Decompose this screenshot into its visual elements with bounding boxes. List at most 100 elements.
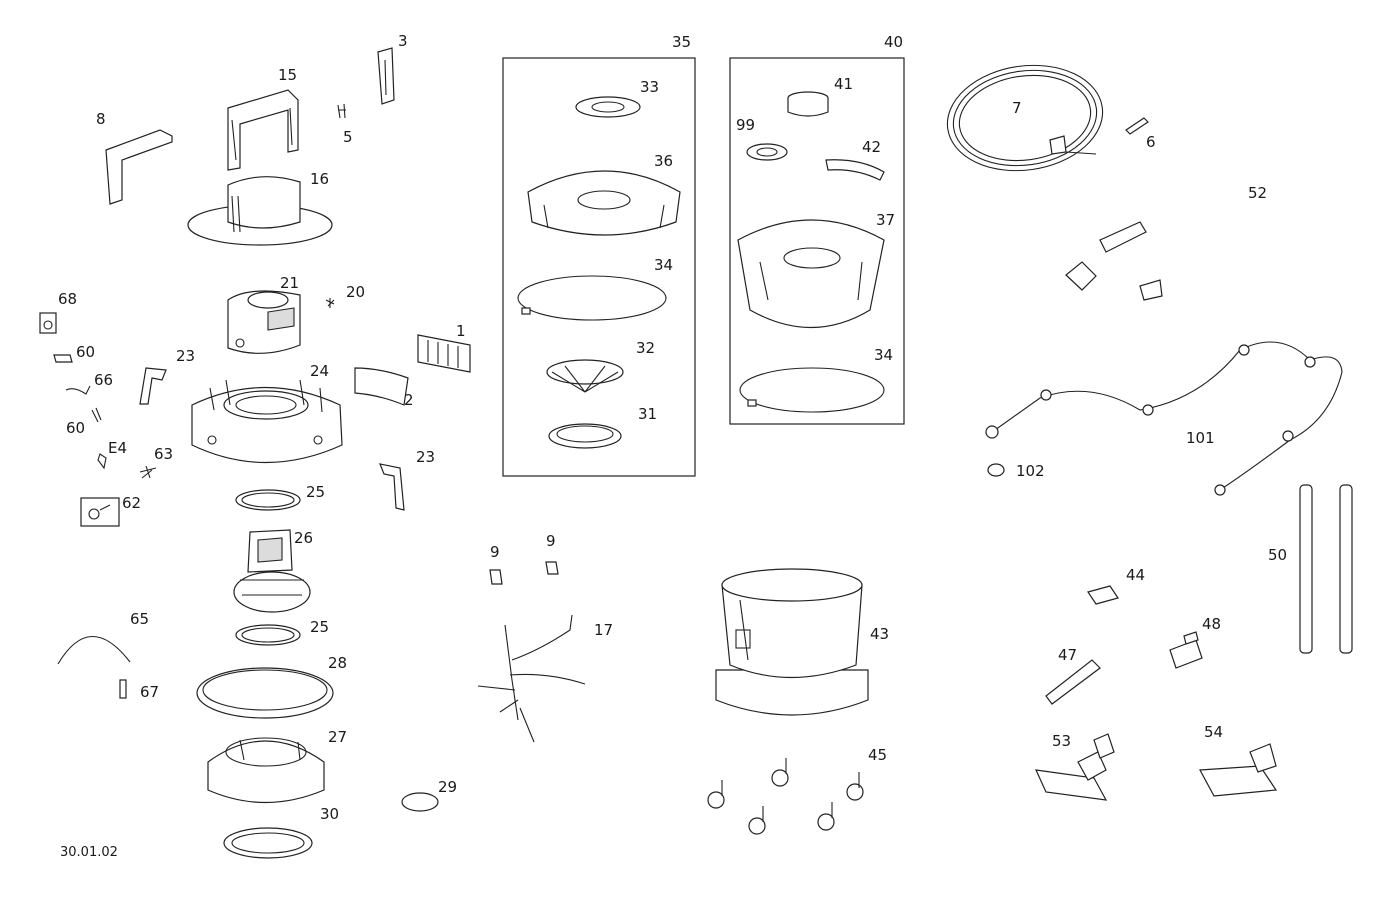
callout-36: 36 bbox=[654, 152, 673, 170]
part-60-pin bbox=[91, 407, 102, 423]
part-101-cable bbox=[985, 341, 1343, 496]
part-43-tank bbox=[715, 568, 869, 716]
callout-45: 45 bbox=[868, 746, 887, 764]
callout-29: 29 bbox=[438, 778, 457, 796]
part-5-clip bbox=[337, 103, 346, 119]
callout-24: 24 bbox=[310, 362, 329, 380]
callout-41: 41 bbox=[834, 75, 853, 93]
callout-9-b: 9 bbox=[546, 532, 556, 550]
part-54-floor-nozzle bbox=[1199, 743, 1278, 797]
callout-67: 67 bbox=[140, 683, 159, 701]
callout-30: 30 bbox=[320, 805, 339, 823]
part-36-filter-cage bbox=[527, 170, 681, 236]
part-68-switch bbox=[39, 312, 57, 334]
callout-15: 15 bbox=[278, 66, 297, 84]
part-23-bracket-right bbox=[379, 463, 405, 511]
part-25-gasket-upper bbox=[235, 489, 301, 511]
callout-23-a: 23 bbox=[176, 347, 195, 365]
part-9-clip-a bbox=[489, 569, 503, 585]
callout-60-a: 60 bbox=[76, 343, 95, 361]
part-3-bracket bbox=[377, 47, 395, 105]
callout-16: 16 bbox=[310, 170, 329, 188]
part-47-crevice-tool bbox=[1045, 659, 1101, 705]
callout-33: 33 bbox=[640, 78, 659, 96]
callout-17: 17 bbox=[594, 621, 613, 639]
part-2-plate bbox=[354, 367, 409, 406]
part-25-gasket-lower bbox=[235, 624, 301, 646]
part-34-clamp-ring-a bbox=[517, 275, 667, 321]
part-37-container bbox=[737, 219, 885, 329]
part-66-cable bbox=[65, 385, 91, 395]
part-48-adapter bbox=[1169, 631, 1203, 669]
callout-63: 63 bbox=[154, 445, 173, 463]
part-30-filter-ring bbox=[223, 827, 313, 859]
part-31-ring bbox=[548, 423, 622, 449]
callout-21: 21 bbox=[280, 274, 299, 292]
part-29-cap bbox=[401, 792, 439, 812]
callout-101: 101 bbox=[1186, 429, 1215, 447]
callout-68: 68 bbox=[58, 290, 77, 308]
part-41-sleeve bbox=[787, 91, 829, 117]
callout-43: 43 bbox=[870, 625, 889, 643]
part-21-motor-cap bbox=[227, 290, 301, 354]
part-28-seal-ring bbox=[196, 667, 334, 719]
part-9-clip-b bbox=[545, 561, 559, 575]
part-60-connector bbox=[53, 354, 73, 363]
part-26-motor bbox=[233, 529, 311, 613]
part-23-bracket-left bbox=[139, 367, 167, 405]
part-67-pin bbox=[119, 679, 127, 699]
callout-31: 31 bbox=[638, 405, 657, 423]
callout-28: 28 bbox=[328, 654, 347, 672]
callout-65: 65 bbox=[130, 610, 149, 628]
callout-34-a: 34 bbox=[654, 256, 673, 274]
part-6-pin bbox=[1125, 117, 1149, 135]
callout-47: 47 bbox=[1058, 646, 1077, 664]
callout-102: 102 bbox=[1016, 462, 1045, 480]
part-102-cap bbox=[987, 463, 1005, 477]
callout-40: 40 bbox=[884, 33, 903, 51]
part-65-cord bbox=[57, 636, 131, 665]
callout-25-b: 25 bbox=[310, 618, 329, 636]
callout-54: 54 bbox=[1204, 723, 1223, 741]
callout-64: E4 bbox=[108, 439, 127, 457]
callout-35: 35 bbox=[672, 33, 691, 51]
callout-20: 20 bbox=[346, 283, 365, 301]
callout-9-a: 9 bbox=[490, 543, 500, 561]
part-7-power-cord-coil bbox=[946, 64, 1104, 172]
callout-50: 50 bbox=[1268, 546, 1287, 564]
kit-box-40 bbox=[729, 57, 905, 425]
part-33-washer bbox=[575, 96, 641, 118]
part-15-frame bbox=[227, 89, 299, 171]
callout-5: 5 bbox=[343, 128, 353, 146]
callout-53: 53 bbox=[1052, 732, 1071, 750]
callout-32: 32 bbox=[636, 339, 655, 357]
part-8-handle-bracket bbox=[105, 129, 173, 205]
callout-2: 2 bbox=[404, 391, 414, 409]
part-20-screw bbox=[325, 298, 335, 308]
callout-27: 27 bbox=[328, 728, 347, 746]
callout-7: 7 bbox=[1012, 99, 1022, 117]
part-24-motor-base bbox=[191, 379, 343, 463]
callout-99: 99 bbox=[736, 116, 755, 134]
callout-44: 44 bbox=[1126, 566, 1145, 584]
part-44-adapter bbox=[1087, 585, 1119, 605]
callout-8: 8 bbox=[96, 110, 106, 128]
part-99-cup bbox=[746, 143, 788, 161]
part-53-floor-nozzle bbox=[1035, 733, 1115, 801]
part-17-wiring-harness bbox=[477, 614, 586, 743]
callout-3: 3 bbox=[398, 32, 408, 50]
callout-48: 48 bbox=[1202, 615, 1221, 633]
callout-66: 66 bbox=[94, 371, 113, 389]
part-64-terminal bbox=[97, 453, 107, 470]
part-42-strip bbox=[825, 159, 885, 181]
part-1-grille bbox=[417, 334, 471, 373]
part-32-cone-filter bbox=[546, 359, 624, 393]
part-52-suction-hose bbox=[1065, 156, 1314, 301]
part-62-nut bbox=[80, 497, 120, 527]
part-50-extension-tubes bbox=[1299, 484, 1353, 654]
callout-62: 62 bbox=[122, 494, 141, 512]
kit-box-35 bbox=[502, 57, 696, 477]
document-code: 30.01.02 bbox=[60, 845, 118, 860]
callout-25-a: 25 bbox=[306, 483, 325, 501]
